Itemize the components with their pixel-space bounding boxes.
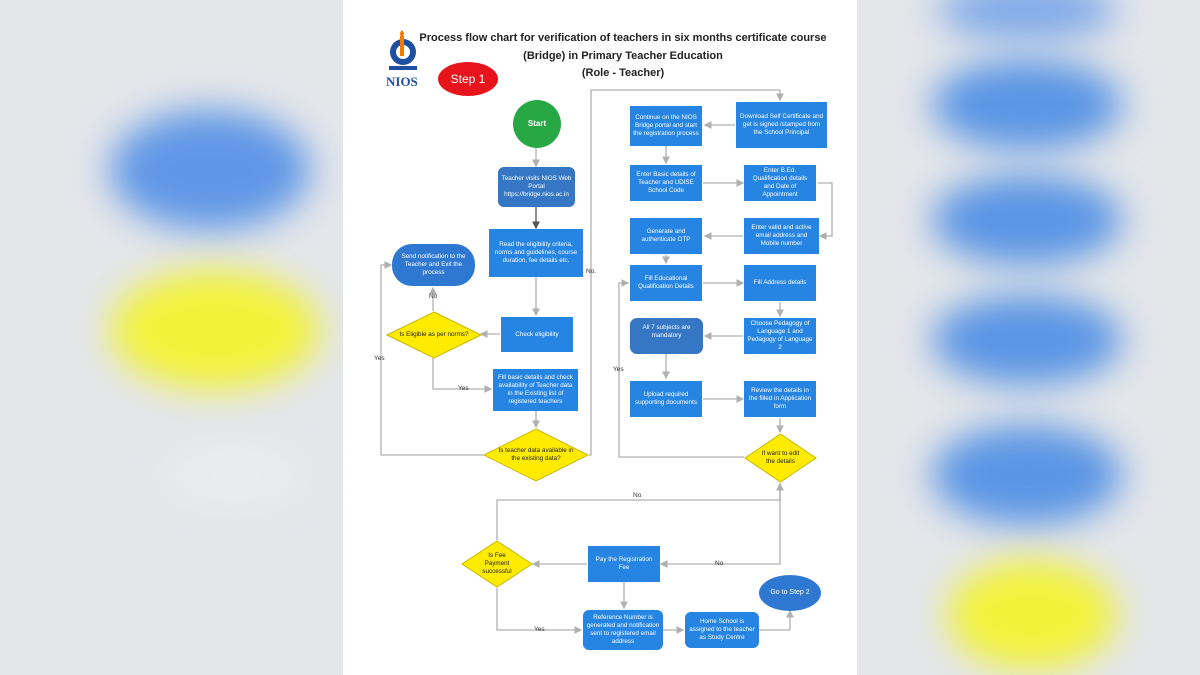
edge-label-no: No xyxy=(429,293,438,300)
edge-label-yes: Yes xyxy=(613,366,624,373)
choose-pedagogy-node: Choose Pedagogy of Language 1 and Pedago… xyxy=(744,318,816,354)
home-school-node: Home School is assigned to the teacher a… xyxy=(685,612,759,648)
step-badge: Step 1 xyxy=(438,62,498,96)
fee-decision-node: Is Fee Payment successful xyxy=(461,540,533,588)
all-subjects-node: All 7 subjects are mandatory xyxy=(630,318,703,354)
enter-basic-udise-node: Enter Basic details of Teacher and UDISE… xyxy=(630,165,702,201)
eligible-decision-node: Is Eligible as per norms? xyxy=(386,311,482,359)
fee-decision-label: Is Fee Payment successful xyxy=(482,552,512,575)
pay-fee-node: Pay the Registration Fee xyxy=(588,546,660,582)
data-available-decision-label: Is teacher data available in the existin… xyxy=(498,447,574,462)
fill-address-node: Fill Address details xyxy=(744,265,816,301)
edit-decision-node: If want to edit the details xyxy=(744,433,817,483)
read-criteria-node: Read the eligibility criteria, norms and… xyxy=(489,229,583,277)
chart-title-line2: (Bridge) in Primary Teacher Education xyxy=(523,50,723,62)
edge-label-no: No. xyxy=(586,268,597,275)
chart-title-line3: (Role - Teacher) xyxy=(581,67,665,79)
blur-blob xyxy=(937,0,1117,40)
generate-otp-node: Generate and authenticate OTP xyxy=(630,218,702,254)
blur-blob xyxy=(947,560,1117,670)
connector-lines xyxy=(380,89,833,634)
edge-label-yes: Yes xyxy=(374,355,385,362)
blurred-background-left xyxy=(0,0,343,675)
send-notification-node: Send notification to the Teacher and Exi… xyxy=(392,244,475,286)
reference-number-node: Reference Number is generated and notifi… xyxy=(583,610,663,650)
upload-docs-node: Upload required supporting documents xyxy=(630,381,702,417)
blur-blob xyxy=(932,295,1122,385)
go-step2-node: Go to Step 2 xyxy=(759,575,821,611)
eligible-decision-label: Is Eligible as per norms? xyxy=(399,331,469,338)
chart-title-line1: Process flow chart for verification of t… xyxy=(419,32,827,44)
enter-email-mobile-node: Enter valid and active email address and… xyxy=(744,218,819,254)
edge-label-yes: Yes xyxy=(534,626,545,633)
nios-logo-icon xyxy=(389,30,417,70)
start-node: Start xyxy=(513,100,561,148)
logo-text: NIOS xyxy=(386,74,418,89)
blur-blob xyxy=(160,440,310,510)
blur-blob xyxy=(932,175,1122,265)
visit-portal-node: Teacher visits NIOS Web Portal https://b… xyxy=(498,167,575,207)
data-available-decision-node: Is teacher data available in the existin… xyxy=(483,428,589,482)
fill-edu-node: Fill Educational Qualification Details xyxy=(630,265,702,301)
download-certificate-node: Download Self Certificate and get is sig… xyxy=(736,102,827,148)
check-eligibility-node: Check eligibility xyxy=(501,317,573,352)
enter-bed-node: Enter B.Ed. Qualification details and Da… xyxy=(744,165,816,201)
fill-basic-node: Fill basic details and check availabilit… xyxy=(493,369,578,411)
blur-blob xyxy=(932,60,1122,150)
blurred-background-right xyxy=(857,0,1200,675)
blur-blob xyxy=(110,110,310,230)
blur-blob xyxy=(110,270,320,390)
blur-blob xyxy=(932,425,1122,525)
edge-label-no: No xyxy=(633,492,642,499)
edge-label-no: No xyxy=(715,560,724,567)
edge-label-yes: Yes xyxy=(458,385,469,392)
review-details-node: Review the details in the filled in Appl… xyxy=(744,381,816,417)
continue-portal-node: Continue on the NIOS Bridge portal and s… xyxy=(630,106,702,146)
edit-decision-label: If want to edit the details xyxy=(761,450,800,465)
flowchart-page: Process flow chart for verification of t… xyxy=(343,0,857,675)
